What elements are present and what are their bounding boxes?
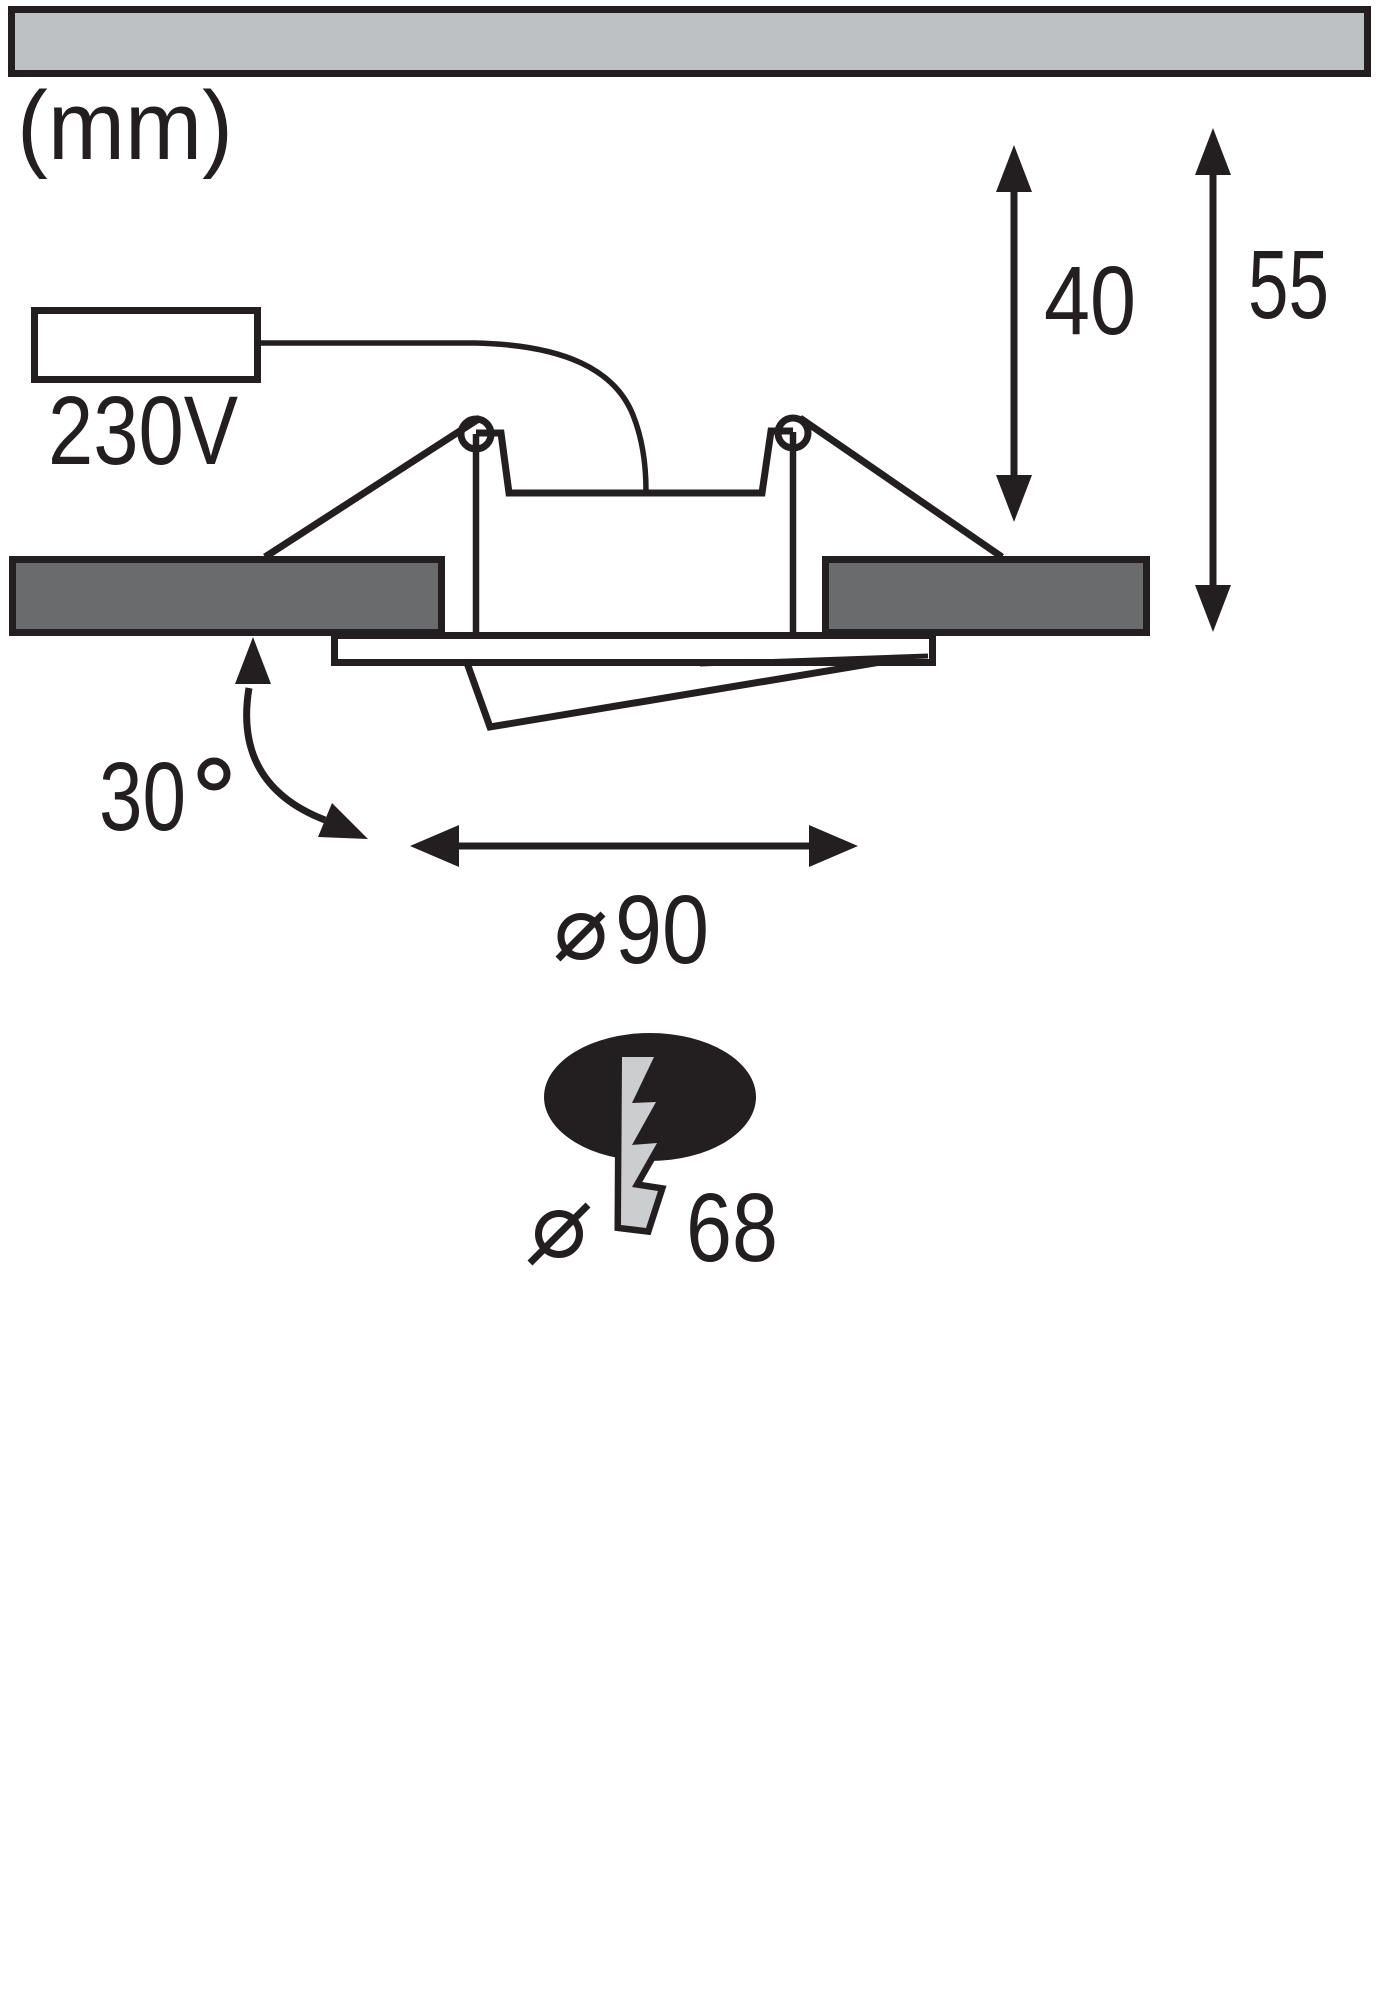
- svg-text:55: 55: [1248, 230, 1329, 339]
- svg-text:230V: 230V: [48, 376, 238, 485]
- svg-text:40: 40: [1044, 246, 1136, 355]
- svg-text:(mm): (mm): [17, 71, 233, 180]
- svg-text:68: 68: [686, 1173, 778, 1282]
- svg-text:30: 30: [99, 742, 186, 851]
- svg-text:90: 90: [615, 875, 709, 984]
